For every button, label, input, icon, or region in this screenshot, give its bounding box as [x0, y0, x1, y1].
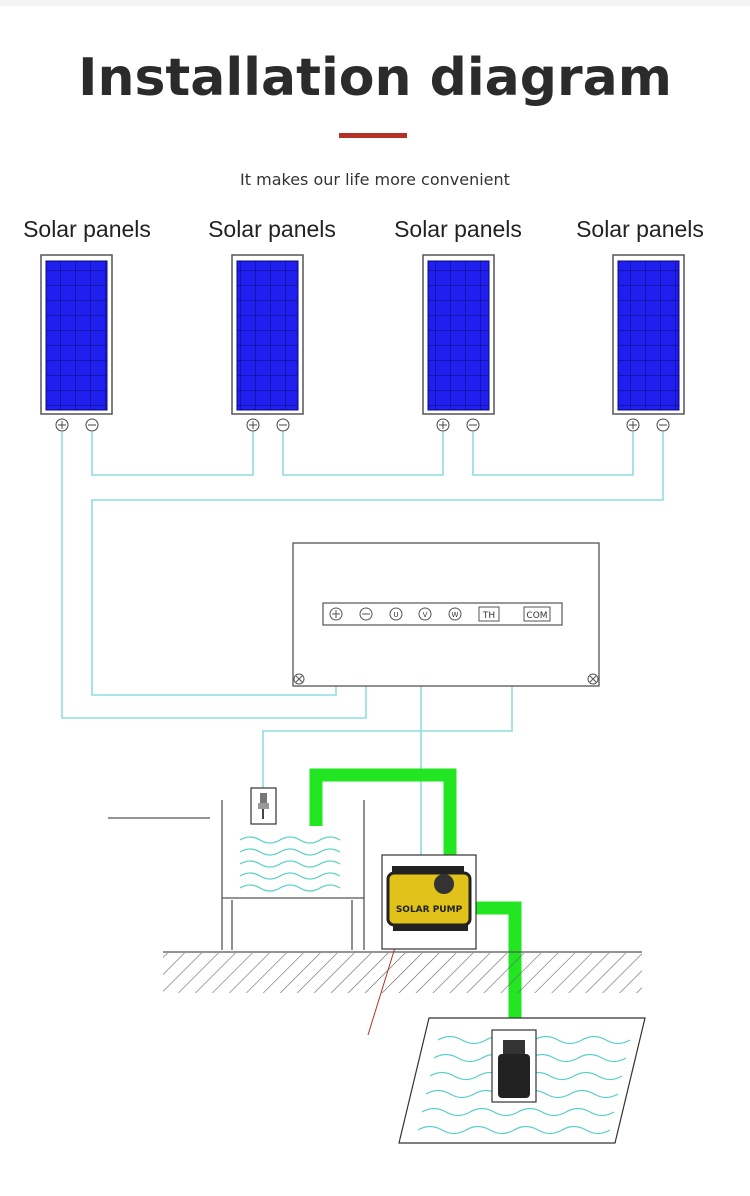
water-tank — [108, 800, 365, 950]
page-title: Installation diagram — [78, 48, 672, 108]
solar-panel-1 — [40, 254, 113, 415]
terminal-w-label: W — [452, 611, 459, 619]
panel-label-1: Solar panels — [23, 216, 151, 242]
solar-panel-2 — [231, 254, 304, 415]
water-pipe — [309, 768, 522, 1032]
panel-label-4: Solar panels — [576, 216, 704, 242]
controller-terminal-labels: U V W TH COM — [393, 611, 547, 621]
terminal-th-label: TH — [482, 611, 495, 621]
top-bar — [0, 0, 750, 6]
terminal-com-label: COM — [526, 611, 547, 621]
pump-controller — [292, 542, 600, 687]
page-subtitle: It makes our life more convenient — [240, 170, 510, 189]
solar-panel-4 — [612, 254, 685, 415]
terminal-v-label: V — [423, 611, 428, 619]
ground — [163, 937, 642, 1036]
solar-pump-icon: SOLAR PUMP — [381, 854, 477, 950]
terminal-u-label: U — [393, 611, 398, 619]
panel-label-3: Solar panels — [394, 216, 522, 242]
solar-panel-3 — [422, 254, 495, 415]
panel-terminals — [55, 418, 670, 432]
float-switch-icon — [250, 787, 277, 825]
panel-label-2: Solar panels — [208, 216, 336, 242]
title-accent-line — [339, 133, 407, 138]
pump-label: SOLAR PUMP — [396, 905, 463, 915]
water-well — [398, 1017, 646, 1144]
